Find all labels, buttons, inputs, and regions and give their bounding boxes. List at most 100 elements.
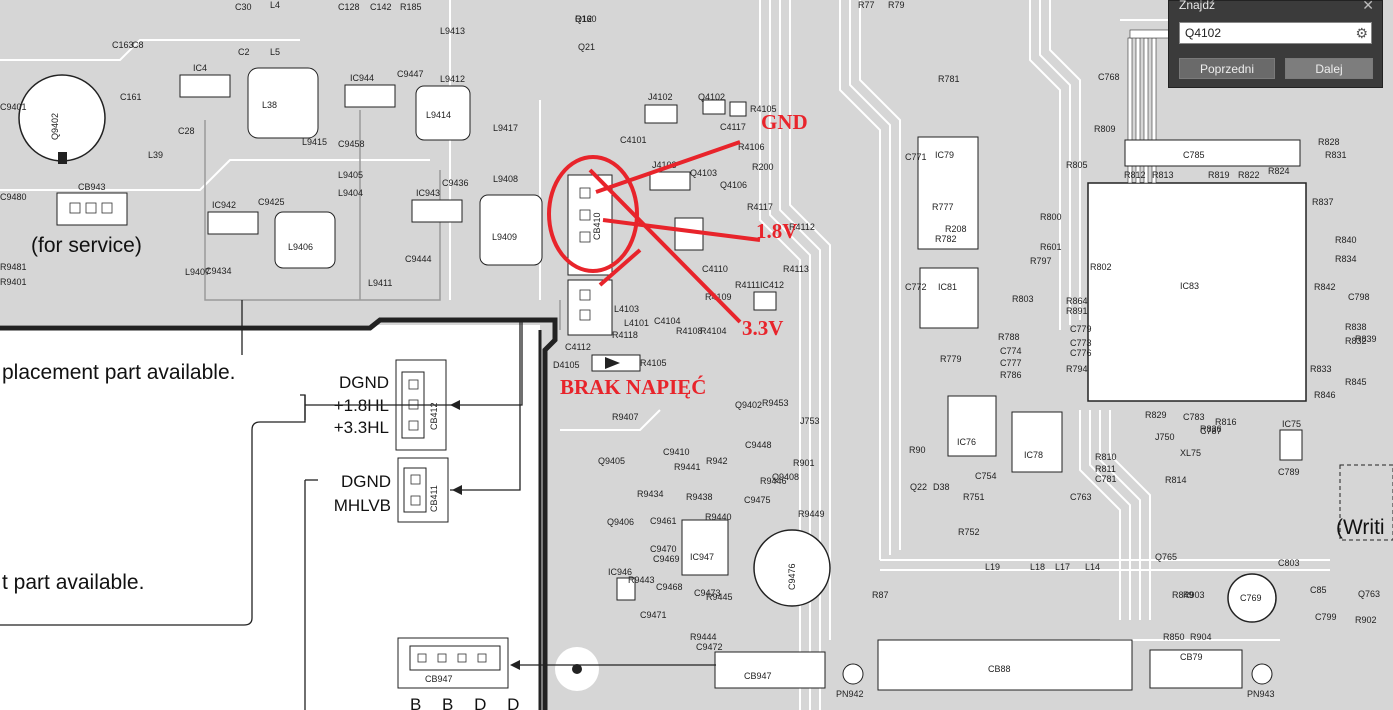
part-label: C772 bbox=[905, 282, 927, 292]
part-label: C799 bbox=[1315, 612, 1337, 622]
part-label: R777 bbox=[932, 202, 954, 212]
writing-note: (Writi bbox=[1336, 516, 1385, 539]
part-label: C9447 bbox=[397, 69, 424, 79]
mounting-hole-center bbox=[572, 664, 582, 674]
part-label: R810 bbox=[1095, 452, 1117, 462]
part-label: R4105 bbox=[750, 104, 777, 114]
l38-inductor: L38 bbox=[247, 67, 319, 139]
svg-text:IC4: IC4 bbox=[193, 63, 207, 73]
part-label: R9449 bbox=[798, 509, 825, 519]
part-label: C785 bbox=[1183, 150, 1205, 160]
part-label: C774 bbox=[1000, 346, 1022, 356]
cb88-connector: CB88 bbox=[877, 639, 1133, 691]
part-label: R779 bbox=[940, 354, 962, 364]
part-label: R9434 bbox=[637, 489, 664, 499]
cb411-pin-mhlvb: MHLVB bbox=[334, 496, 391, 515]
part-label: R831 bbox=[1325, 150, 1347, 160]
part-label: R836 bbox=[1200, 424, 1222, 434]
part-label: C9436 bbox=[442, 178, 469, 188]
part-label: R9481 bbox=[0, 262, 27, 272]
cb411-external-connector: CB411 bbox=[397, 457, 449, 523]
cb412-pin-33hl: +3.3HL bbox=[334, 418, 389, 437]
part-label: R4112 bbox=[789, 222, 815, 232]
d4105-diode bbox=[591, 354, 641, 372]
cb410-block: CB410 bbox=[567, 174, 613, 276]
part-label: R9440 bbox=[705, 512, 732, 522]
part-label: R850 bbox=[1163, 632, 1185, 642]
part-label: J4102 bbox=[648, 92, 673, 102]
search-input[interactable] bbox=[1179, 22, 1372, 44]
part-label: R891 bbox=[1066, 306, 1088, 316]
part-label: C779 bbox=[1070, 324, 1092, 334]
part-label: R4117 bbox=[747, 202, 773, 212]
svg-text:IC946: IC946 bbox=[608, 567, 632, 577]
part-label: L9413 bbox=[440, 26, 465, 36]
svg-text:IC81: IC81 bbox=[938, 282, 957, 292]
part-label: R839 bbox=[1355, 334, 1377, 344]
part-label: J750 bbox=[1155, 432, 1175, 442]
q9402-battery: Q9402 bbox=[18, 74, 106, 164]
part-label: Q4102 bbox=[698, 92, 725, 102]
cb411-pin-dgnd: DGND bbox=[341, 472, 391, 491]
part-label: IC412 bbox=[760, 280, 784, 290]
part-label: R79 bbox=[888, 0, 905, 10]
gear-icon[interactable]: ⚙ bbox=[1355, 25, 1368, 41]
svg-text:CB947: CB947 bbox=[425, 674, 453, 684]
part-label: C773 bbox=[1070, 338, 1092, 348]
cb412-pin-dgnd: DGND bbox=[339, 373, 389, 392]
part-label: R837 bbox=[1312, 197, 1334, 207]
part-label: Q9406 bbox=[607, 517, 634, 527]
part-label: C4101 bbox=[620, 135, 647, 145]
red-cross bbox=[598, 248, 642, 287]
for-service-note: (for service) bbox=[31, 234, 142, 257]
part-label: C4112 bbox=[565, 342, 591, 352]
part-label: R200 bbox=[752, 162, 774, 172]
svg-text:IC944: IC944 bbox=[350, 73, 374, 83]
part-label: Q4103 bbox=[690, 168, 717, 178]
find-panel-title: Znajdź bbox=[1179, 0, 1216, 12]
part-label: L39 bbox=[148, 150, 163, 160]
part-label: R4108 bbox=[676, 326, 703, 336]
part-label: C783 bbox=[1183, 412, 1205, 422]
svg-text:IC947: IC947 bbox=[690, 552, 714, 562]
part-label: R832 bbox=[1345, 336, 1367, 346]
part-label: C9473 bbox=[694, 588, 721, 598]
part-label: R842 bbox=[1314, 282, 1336, 292]
pn942: PN942 bbox=[836, 663, 864, 699]
part-label: C9444 bbox=[405, 254, 432, 264]
ic75: IC75 bbox=[1279, 419, 1303, 461]
part-label: L9404 bbox=[338, 188, 363, 198]
part-label: Q9402 bbox=[735, 400, 762, 410]
red-annotation bbox=[547, 140, 761, 324]
part-label: R4113 bbox=[783, 264, 809, 274]
red-circle bbox=[547, 155, 639, 273]
part-label: R9443 bbox=[628, 575, 655, 585]
part-label: C9469 bbox=[653, 554, 680, 564]
close-icon[interactable]: ✕ bbox=[1362, 0, 1374, 13]
part-label: R794 bbox=[1066, 364, 1088, 374]
part-label: R813 bbox=[1152, 170, 1174, 180]
l9409-inductor: L9409 bbox=[479, 194, 543, 266]
part-label: R4106 bbox=[738, 142, 765, 152]
ic944: IC944 bbox=[344, 73, 396, 108]
next-button[interactable]: Dalej bbox=[1285, 58, 1373, 79]
part-label: C9475 bbox=[744, 495, 771, 505]
part-label: R4111 bbox=[735, 280, 760, 290]
part-label: Q22 bbox=[910, 482, 927, 492]
q4102 bbox=[644, 99, 747, 124]
cb947-external-connector: CB947 bbox=[397, 637, 509, 689]
part-label: C768 bbox=[1098, 72, 1120, 82]
part-label: R903 bbox=[1183, 590, 1205, 600]
svg-text:L9414: L9414 bbox=[426, 110, 451, 120]
writing-box bbox=[1339, 464, 1393, 541]
svg-text:CB79: CB79 bbox=[1180, 652, 1203, 662]
part-label: C9471 bbox=[640, 610, 667, 620]
replacement-note-1: placement part available. bbox=[2, 361, 235, 384]
part-label: Q21 bbox=[578, 42, 595, 52]
ic943: IC943 bbox=[411, 188, 463, 223]
part-label: R208 bbox=[945, 224, 967, 234]
previous-button[interactable]: Poprzedni bbox=[1179, 58, 1275, 79]
svg-text:CB411: CB411 bbox=[429, 485, 439, 512]
part-label: C9461 bbox=[650, 516, 677, 526]
part-label: R4109 bbox=[705, 292, 732, 302]
